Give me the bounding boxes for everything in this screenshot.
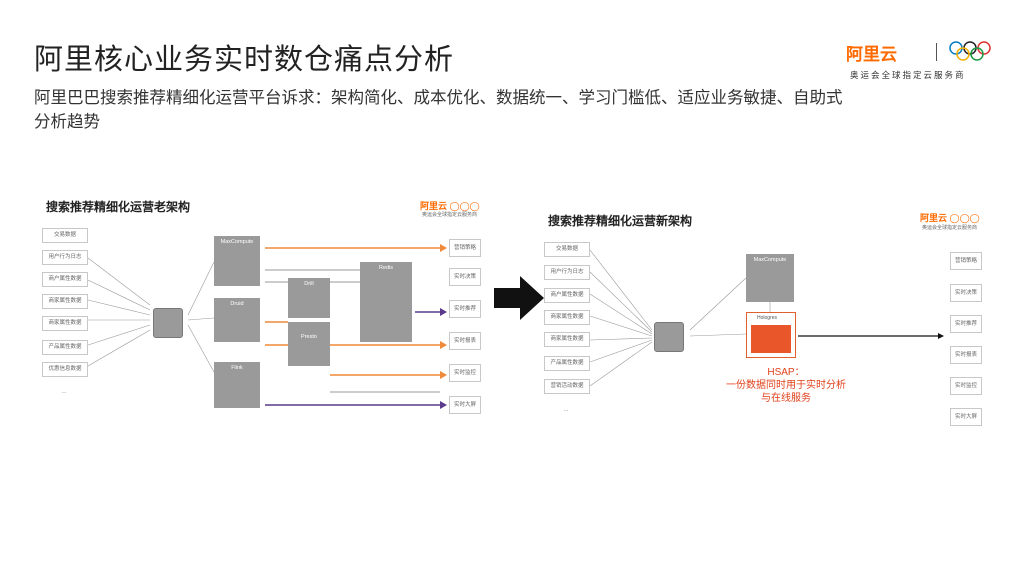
new-output-item: 实时报表 bbox=[950, 346, 982, 364]
page-title: 阿里核心业务实时数仓痛点分析 bbox=[34, 44, 455, 76]
old-source-item: 商家属性数据 bbox=[42, 316, 88, 331]
new-output-item: 实时大屏 bbox=[950, 408, 982, 426]
old-source-item: 产品属性数据 bbox=[42, 340, 88, 355]
aliyun-logo: 阿里云 bbox=[846, 45, 897, 64]
new-source-item: 商户属性数据 bbox=[544, 288, 590, 303]
old-engine-label: Drill bbox=[304, 281, 314, 287]
old-source-item: 用户行为日志 bbox=[42, 250, 88, 265]
old-engine-label: MaxCompute bbox=[220, 239, 254, 245]
brand-tagline: 奥运会全球指定云服务商 bbox=[850, 70, 966, 80]
old-engine-druid: Druid bbox=[214, 298, 260, 342]
new-engine-hologres: Hologres bbox=[746, 312, 796, 358]
old-engine-flink: Flink bbox=[214, 362, 260, 408]
hsap-label: HSAP： bbox=[767, 367, 805, 378]
old-source-item: 交易数据 bbox=[42, 228, 88, 243]
new-engine-maxcompute: MaxCompute bbox=[746, 254, 794, 302]
new-engine-label: Hologres bbox=[757, 315, 778, 321]
new-source-item: ... bbox=[544, 404, 588, 417]
old-engine-redis: Redis bbox=[360, 262, 412, 342]
old-engine-label: Presto bbox=[301, 334, 317, 340]
new-source-item: 产品属性数据 bbox=[544, 356, 590, 371]
new-source-item: 商家属性数据 bbox=[544, 332, 590, 347]
hologres-icon bbox=[751, 325, 791, 353]
old-arch-mini-logo: 阿里云 ◯◯◯ bbox=[420, 201, 480, 211]
old-output-item: 营销策略 bbox=[449, 239, 481, 257]
old-output-item: 实时推荐 bbox=[449, 300, 481, 318]
old-arch-mini-tagline: 奥运会全球指定云服务商 bbox=[422, 212, 478, 218]
new-engine-label: MaxCompute bbox=[753, 257, 787, 263]
new-output-item: 实时监控 bbox=[950, 377, 982, 395]
olympic-rings-icon bbox=[949, 41, 991, 61]
old-engine-label: Flink bbox=[231, 365, 243, 371]
old-output-item: 实时决策 bbox=[449, 268, 481, 286]
old-source-item: 优惠信息数据 bbox=[42, 362, 88, 377]
new-output-item: 实时决策 bbox=[950, 284, 982, 302]
new-arch-title: 搜索推荐精细化运营新架构 bbox=[548, 214, 693, 228]
brand-divider bbox=[936, 43, 937, 61]
page-subtitle: 阿里巴巴搜索推荐精细化运营平台诉求：架构简化、成本优化、数据统一、学习门槛低、适… bbox=[34, 89, 843, 131]
old-engine-drill: Drill bbox=[288, 278, 330, 318]
old-source-item: ... bbox=[42, 386, 86, 399]
hsap-description: 一份数据同时用于实时分析与在线服务 bbox=[726, 380, 846, 404]
new-source-item: 用户行为日志 bbox=[544, 265, 590, 280]
hsap-callout: HSAP： 一份数据同时用于实时分析与在线服务 bbox=[726, 366, 846, 405]
new-output-item: 营销策略 bbox=[950, 252, 982, 270]
old-arch-hub-icon bbox=[153, 308, 183, 338]
old-output-item: 实时监控 bbox=[449, 364, 481, 382]
old-output-item: 实时报表 bbox=[449, 332, 481, 350]
old-engine-maxcompute: MaxCompute bbox=[214, 236, 260, 286]
transition-arrow-icon bbox=[494, 276, 544, 320]
old-source-item: 商家属性数据 bbox=[42, 294, 88, 309]
new-arch-mini-logo: 阿里云 ◯◯◯ bbox=[920, 213, 980, 223]
new-source-item: 营销活动数据 bbox=[544, 379, 590, 394]
old-output-item: 实时大屏 bbox=[449, 396, 481, 414]
new-source-item: 交易数据 bbox=[544, 242, 590, 257]
new-output-item: 实时推荐 bbox=[950, 315, 982, 333]
old-engine-label: Redis bbox=[378, 265, 394, 271]
new-source-item: 商家属性数据 bbox=[544, 310, 590, 325]
old-engine-presto: Presto bbox=[288, 322, 330, 366]
old-engine-label: Druid bbox=[230, 301, 244, 307]
new-arch-mini-tagline: 奥运会全球指定云服务商 bbox=[922, 225, 978, 231]
old-source-item: 商户属性数据 bbox=[42, 272, 88, 287]
brand-block: 阿里云 奥运会全球指定云服务商 bbox=[846, 40, 1006, 80]
old-arch-title: 搜索推荐精细化运营老架构 bbox=[46, 200, 191, 214]
new-arch-hub-icon bbox=[654, 322, 684, 352]
